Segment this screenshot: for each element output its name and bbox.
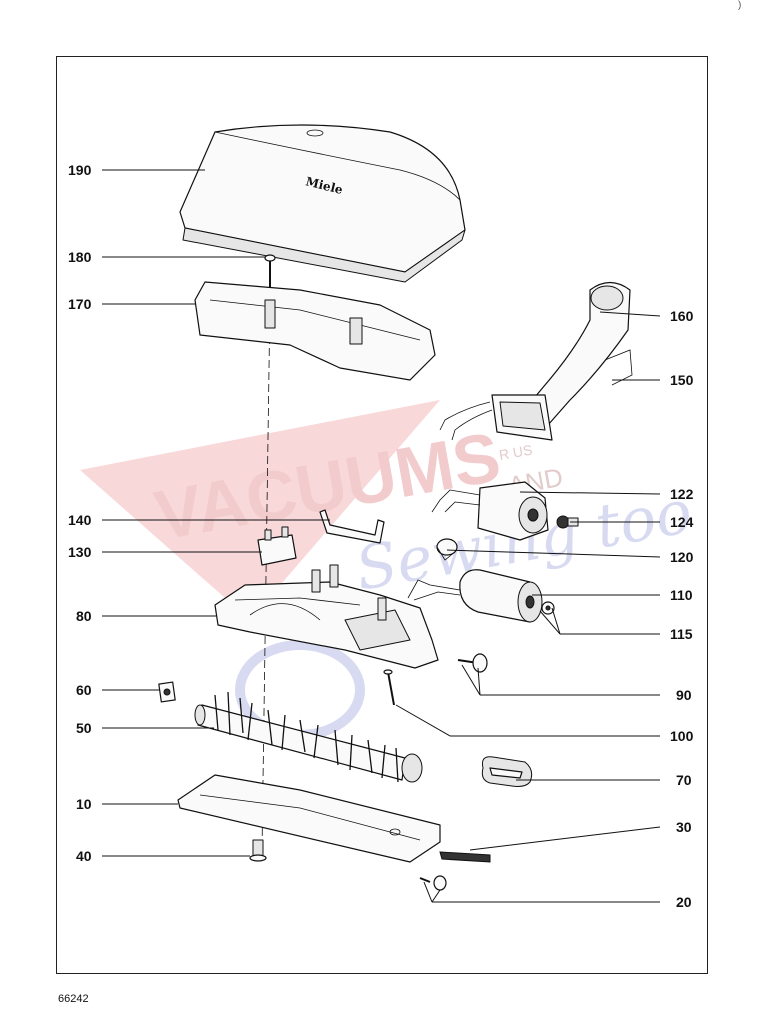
callout-20: 20 bbox=[676, 894, 692, 910]
callout-labels: 190 180 170 160 150 122 124 140 120 130 … bbox=[68, 162, 694, 910]
callout-30: 30 bbox=[676, 819, 692, 835]
callout-180: 180 bbox=[68, 249, 92, 265]
part-115-pulley bbox=[541, 601, 555, 615]
part-110-brush-motor bbox=[407, 569, 543, 623]
callout-150: 150 bbox=[670, 372, 694, 388]
part-80-lower-housing bbox=[214, 564, 439, 669]
callout-10: 10 bbox=[76, 796, 92, 812]
part-70-drive-belt bbox=[481, 756, 533, 787]
part-90-roller-pin bbox=[457, 653, 488, 673]
callout-40: 40 bbox=[76, 848, 92, 864]
callout-100: 100 bbox=[670, 728, 694, 744]
callout-50: 50 bbox=[76, 720, 92, 736]
callout-170: 170 bbox=[68, 296, 92, 312]
callout-110: 110 bbox=[670, 587, 693, 603]
part-190-top-cover: Miele bbox=[179, 124, 466, 283]
assembly-axis-line bbox=[261, 299, 271, 851]
part-40-wheel-axle bbox=[249, 839, 267, 862]
callout-140: 140 bbox=[68, 512, 92, 528]
part-10-base-plate bbox=[177, 774, 441, 863]
callout-190: 190 bbox=[68, 162, 92, 178]
part-60-end-cap bbox=[158, 681, 176, 703]
callout-160: 160 bbox=[670, 308, 694, 324]
callout-122: 122 bbox=[670, 486, 694, 502]
document-number: 66242 bbox=[58, 993, 89, 1005]
corner-mark: ) bbox=[738, 0, 742, 11]
callout-115: 115 bbox=[670, 626, 693, 642]
callout-80: 80 bbox=[76, 608, 92, 624]
part-170-upper-housing bbox=[194, 281, 436, 381]
callout-120: 120 bbox=[670, 549, 694, 565]
part-120-clip bbox=[436, 538, 458, 561]
callout-60: 60 bbox=[76, 682, 92, 698]
part-140-bracket bbox=[319, 509, 385, 544]
part-30-edge-strip bbox=[439, 851, 491, 863]
part-100-screw bbox=[383, 669, 395, 706]
part-130-switch-block bbox=[257, 526, 297, 566]
watermark-text-small: R US bbox=[498, 441, 534, 463]
part-50-brush-roll bbox=[194, 691, 423, 783]
callout-124: 124 bbox=[670, 514, 694, 530]
leader-lines bbox=[102, 169, 661, 903]
callout-70: 70 bbox=[676, 772, 692, 788]
callout-90: 90 bbox=[676, 687, 692, 703]
callout-130: 130 bbox=[68, 544, 92, 560]
part-160-150-suction-elbow bbox=[439, 281, 633, 441]
diagram-frame bbox=[56, 56, 708, 974]
watermark-v-shape bbox=[80, 400, 440, 620]
part-122-fan-motor bbox=[431, 481, 549, 541]
